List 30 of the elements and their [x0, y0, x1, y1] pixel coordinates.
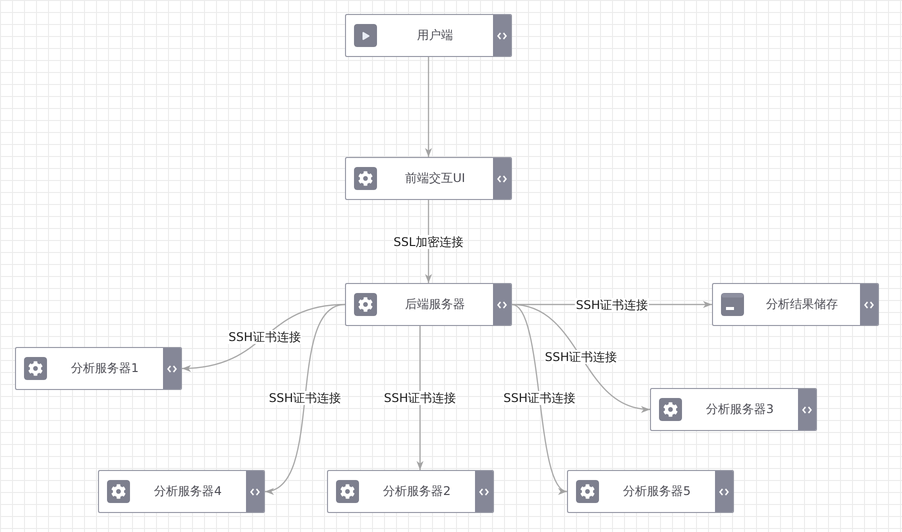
- edge-label: SSH证书连接: [228, 330, 302, 344]
- process-box: [327, 470, 494, 513]
- process-box: [567, 470, 734, 513]
- edge-label: SSH证书连接: [574, 298, 650, 312]
- connector-arrow: [416, 326, 424, 470]
- process-box: [650, 388, 817, 431]
- process-box: [712, 283, 879, 326]
- connector-arrow: [264, 304, 346, 492]
- node-label: 分析服务器5: [622, 483, 692, 500]
- process-box: [98, 470, 265, 513]
- node-label: 用户端: [416, 27, 454, 44]
- edge-label: SSH证书连接: [544, 350, 618, 364]
- connector-arrow: [512, 304, 568, 492]
- edge-label: SSL加密连接: [392, 234, 464, 248]
- edge-label: SSH证书连接: [502, 391, 577, 405]
- node-label: 后端服务器: [404, 296, 466, 313]
- edge-label: SSH证书连接: [382, 391, 458, 405]
- node-label: 分析结果储存: [765, 296, 839, 313]
- edge-label: SSH证书连接: [268, 391, 342, 405]
- node-label: 分析服务器3: [705, 401, 775, 418]
- node-label: 前端交互UI: [404, 170, 466, 187]
- process-box: [15, 347, 182, 390]
- node-label: 分析服务器2: [382, 483, 452, 500]
- connector-arrow: [512, 304, 650, 412]
- node-label: 分析服务器1: [70, 360, 140, 377]
- process-box: [345, 283, 512, 326]
- node-label: 分析服务器4: [153, 483, 223, 500]
- connector-arrow: [425, 57, 432, 157]
- process-box: [345, 14, 512, 57]
- process-box: [345, 157, 512, 200]
